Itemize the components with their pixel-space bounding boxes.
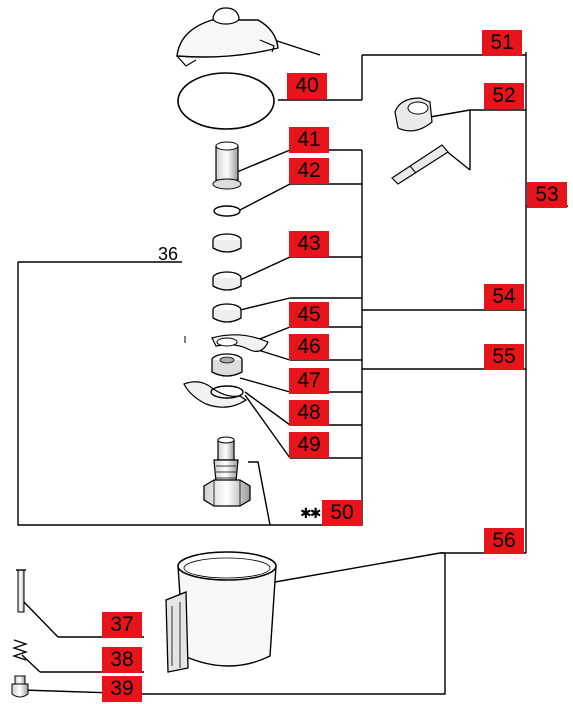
ring-part-45 [212,303,242,323]
blade-part-48 [183,381,248,408]
callout-tag-48[interactable]: 48 [289,400,329,426]
sleeve-part-41 [212,141,242,190]
blade-part-46 [211,334,269,352]
washer-part-49 [210,385,244,399]
callout-tag-52[interactable]: 52 [484,83,524,109]
callout-tag-55[interactable]: 55 [484,344,524,370]
assembly-bus-lines [318,52,568,554]
gasket-ring-part-40 [177,72,275,130]
callout-tag-50[interactable]: 50 [322,500,362,526]
ring-upper [212,233,242,253]
callout-tag-41[interactable]: 41 [289,127,329,153]
callout-tag-47[interactable]: 47 [289,368,329,394]
callout-tag-46[interactable]: 46 [289,334,329,360]
callout-tag-42[interactable]: 42 [289,158,329,184]
shaft-part-50 [203,436,251,507]
oring-part-42 [213,205,241,217]
bowl-part-56 [165,551,277,673]
callout-tag-56[interactable]: 56 [484,528,524,554]
callout-tag-43[interactable]: 43 [289,231,329,257]
clip-part-52 [394,97,433,132]
callout-tag-53[interactable]: 53 [527,182,567,208]
hub-part-47 [211,353,243,377]
group-label-36: 36 [158,244,179,264]
callout-tag-40[interactable]: 40 [287,73,327,99]
group-36-frame [17,150,363,526]
spring-part-38 [11,639,29,661]
callout-tag-49[interactable]: 49 [289,432,329,458]
callout-tag-37[interactable]: 37 [102,612,142,638]
cap-part-39 [11,675,29,698]
pin-part-52 [391,144,449,185]
callout-tag-45[interactable]: 45 [289,302,329,328]
callout-tag-51[interactable]: 51 [482,30,522,56]
lid-part-51 [176,7,279,67]
callout-tag-39[interactable]: 39 [102,676,142,702]
ring-part-43 [212,271,242,291]
callout-tag-38[interactable]: 38 [102,647,142,673]
callout-tag-54[interactable]: 54 [484,284,524,310]
pin-part-37 [16,569,26,613]
special-marker-asterisks: ✱✱ [300,506,322,522]
